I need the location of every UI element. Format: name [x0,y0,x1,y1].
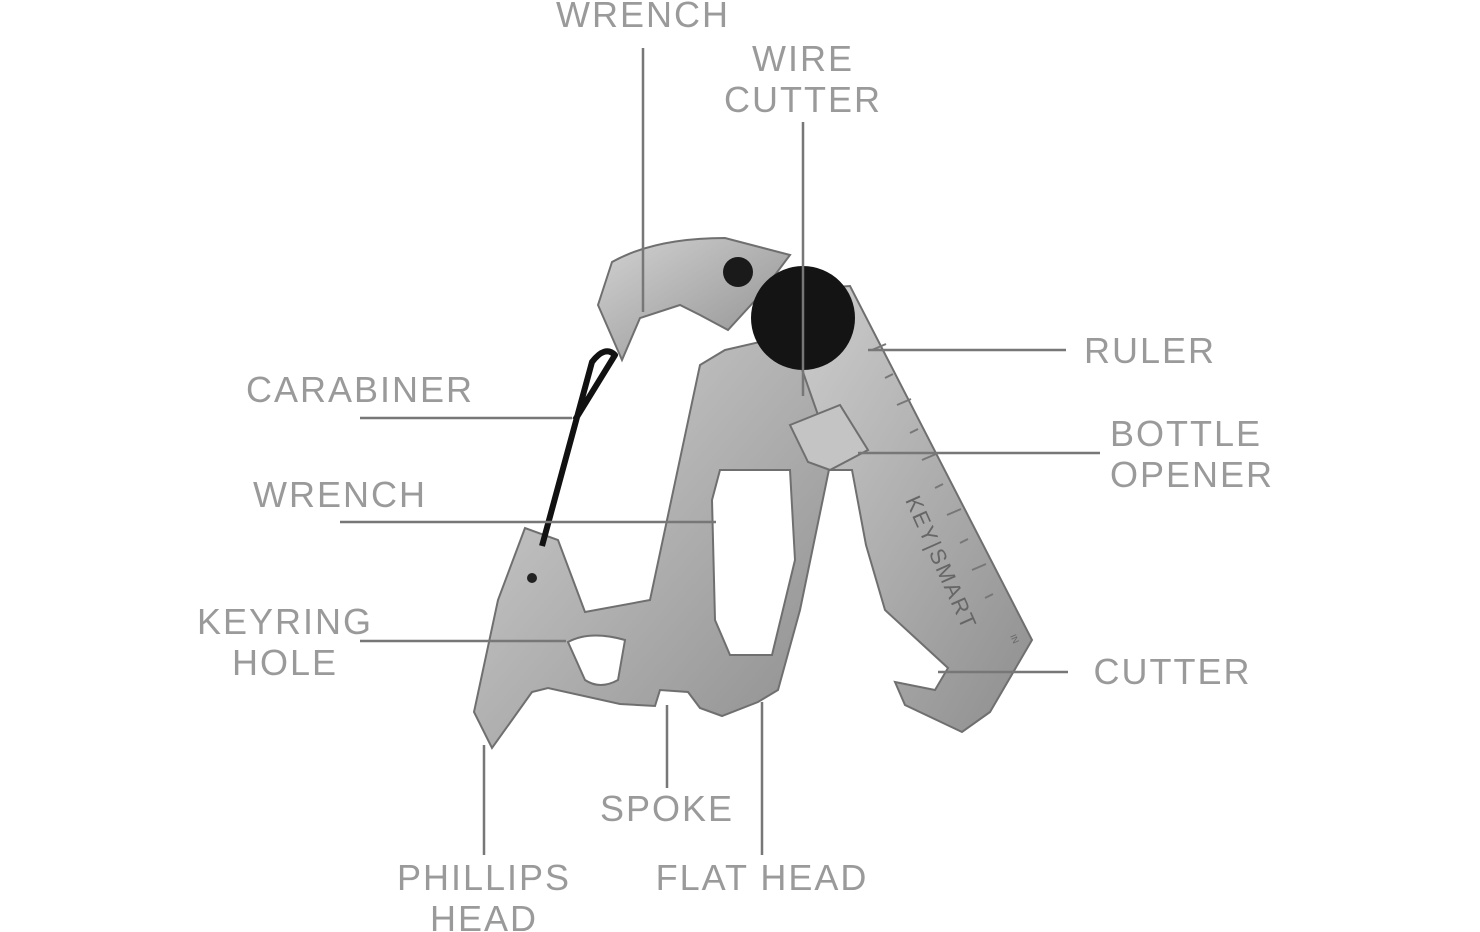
label-flat-head: FLAT HEAD [640,857,884,898]
label-text: RULER [1083,330,1217,371]
label-text: SPOKE [599,788,735,829]
label-text: CUTTER [1093,651,1252,692]
label-cutter: CUTTER [1090,651,1255,692]
label-text: WRENCH [556,0,730,35]
label-ruler: RULER [1080,330,1220,371]
ruler-unit: IN [1008,633,1021,645]
bottle-opener-part [788,403,870,472]
label-carabiner: CARABINER [235,369,485,410]
small-hole [527,573,537,583]
label-text: CARABINER [245,369,475,410]
label-line: HOLE [231,642,339,683]
label-line: PHILLIPS [396,857,572,898]
small-knob [723,257,753,287]
label-line: WIRE [752,38,854,79]
carabiner-wire [539,348,618,547]
label-line: KEYRING [196,601,374,642]
leader-lines [340,48,1100,855]
label-text: FLAT HEAD [655,857,869,898]
label-line: OPENER [1110,454,1275,495]
label-line: CUTTER [724,79,882,120]
label-text: WRENCH [253,474,427,515]
tool-body [472,333,834,750]
label-wrench-mid: WRENCH [240,474,440,515]
label-wrench-top: WRENCH [543,0,743,35]
label-line: BOTTLE [1110,413,1263,454]
label-line: HEAD [429,898,539,932]
label-spoke: SPOKE [587,788,747,829]
